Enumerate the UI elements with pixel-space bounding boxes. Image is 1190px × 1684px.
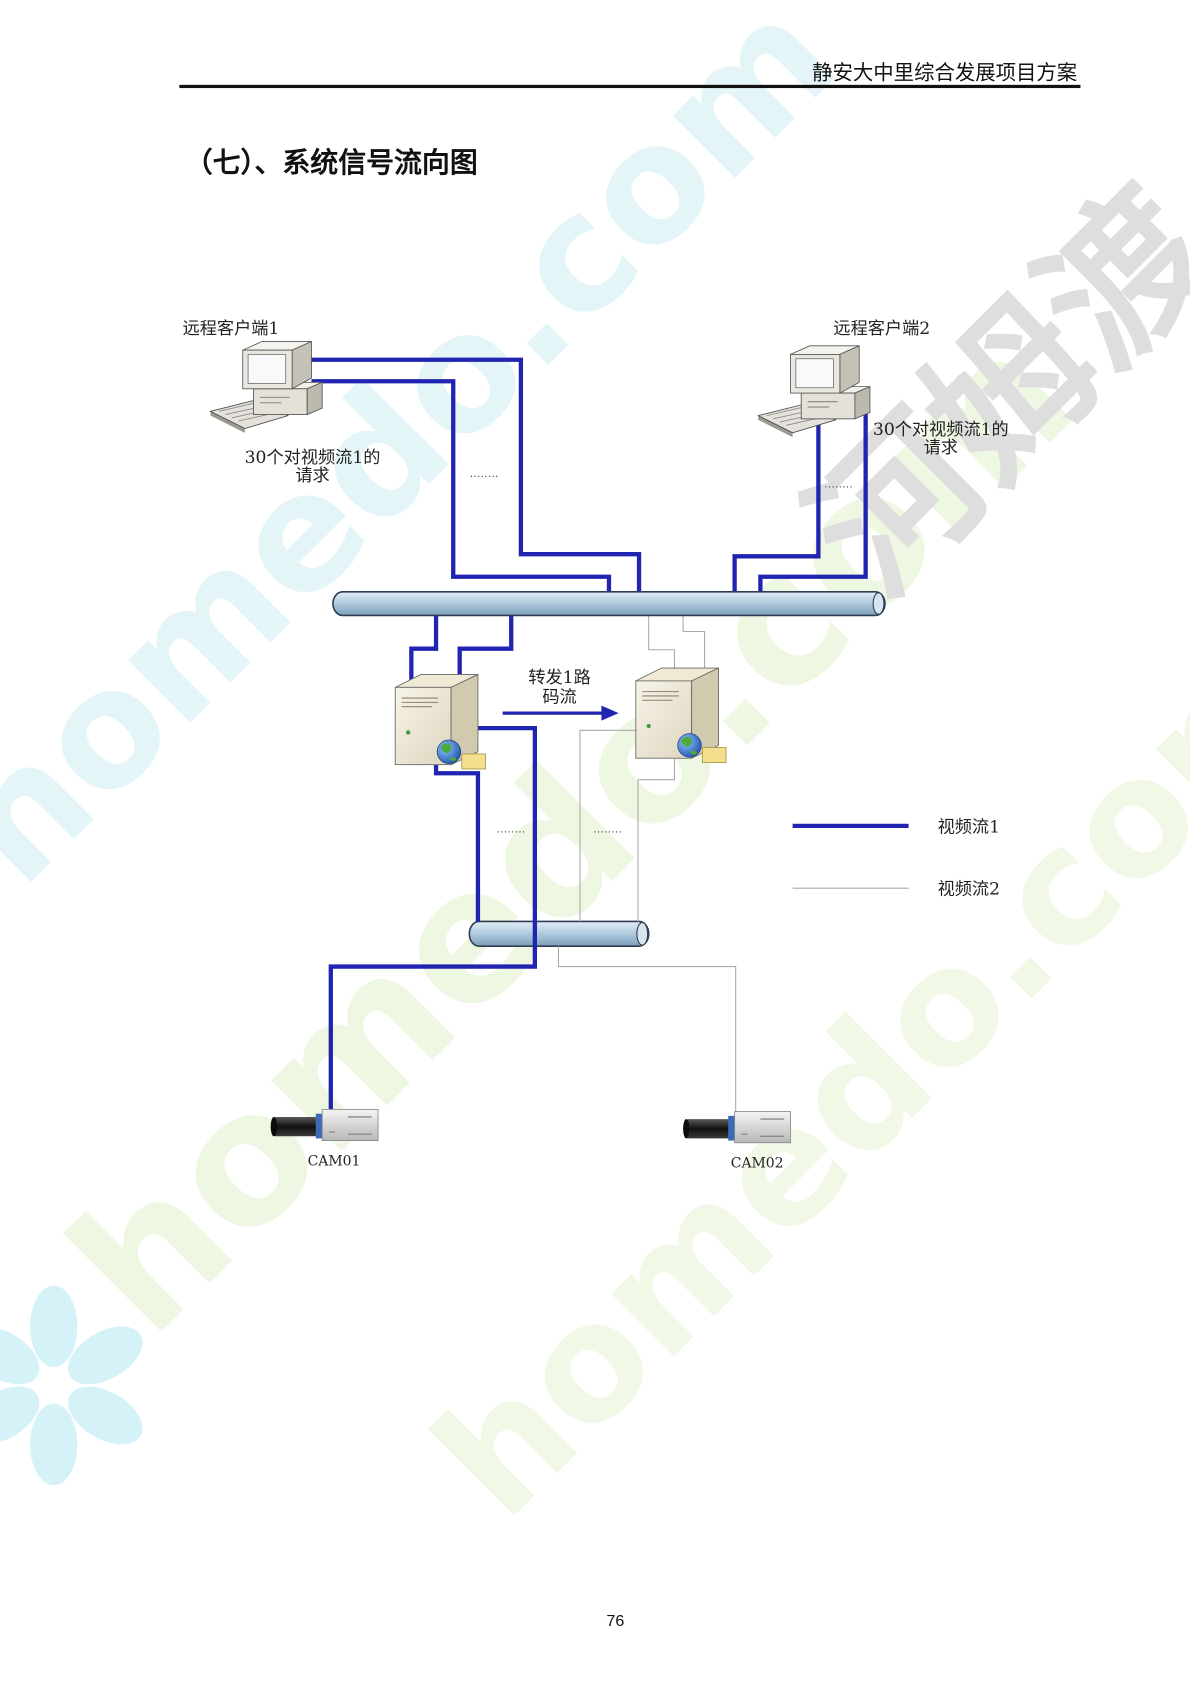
bottom-network-bus [468, 920, 650, 947]
top-bus-pipe [332, 590, 886, 617]
client-right-request-line1: 30个对视频流1的 [873, 420, 1009, 440]
logo-petal [67, 1326, 143, 1385]
ellipsis-client-right: ........ [824, 480, 853, 491]
page-header-title: 静安大中里综合发展项目方案 [812, 60, 1077, 84]
stream1-line-client1-a [311, 357, 642, 592]
bottom-bus-pipe [468, 920, 650, 947]
forward-label-line1: 转发1路 [528, 668, 590, 688]
ellipsis-server1: ........ [497, 824, 526, 835]
logo-petal [0, 1386, 40, 1445]
client-left-request-line2: 请求 [295, 466, 329, 486]
section-title: （七）、系统信号流向图 [185, 146, 478, 179]
stream2-line-server2-bus-a [579, 729, 636, 922]
camera2-label: CAM02 [731, 1155, 784, 1171]
logo-petal [67, 1386, 143, 1445]
watermark-logo-icon [0, 1285, 143, 1486]
client-right-label: 远程客户端2 [833, 319, 930, 339]
stream1-line-client2-a [732, 421, 821, 592]
legend-stream1-label: 视频流1 [938, 817, 1000, 837]
logo-petal [30, 1403, 78, 1486]
stream1-line-bus-server1-a [409, 615, 439, 681]
stream2-line-bus-server2-b [682, 615, 706, 669]
server2-icon [635, 667, 727, 764]
logo-petal [30, 1285, 78, 1368]
watermark: homedo.com homedo.com homedo.com 河姆渡 [0, 0, 1190, 1552]
legend-stream2-label: 视频流2 [938, 880, 1000, 900]
stream1-line-client2-b [758, 413, 868, 592]
client-right-request-line2: 请求 [924, 438, 958, 458]
camera1-label: CAM01 [308, 1153, 361, 1169]
legend: 视频流1 视频流2 [792, 817, 1000, 900]
ellipsis-server2: ........ [593, 824, 622, 835]
page-number: 76 [606, 1612, 624, 1630]
stream1-line-server1-bus [433, 764, 481, 922]
server1-icon [394, 673, 486, 770]
stream2-line-server2-bus-b [637, 758, 676, 922]
stream2-line-bus-camera2 [557, 946, 737, 1114]
top-bus-pipe-end [872, 592, 885, 615]
logo-petal [0, 1326, 40, 1385]
forward-arrow-head [601, 705, 619, 721]
stream1-line-client1-b [311, 379, 612, 592]
client-left-request-line1: 30个对视频流1的 [245, 448, 381, 468]
forward-arrow [502, 705, 619, 721]
stream1-line-server1-camera1 [328, 726, 538, 1113]
bottom-bus-pipe-end [636, 922, 649, 946]
stream1-line-bus-server1-b [457, 615, 514, 679]
ellipsis-client-left: ........ [470, 469, 499, 480]
stream2-line-bus-server2-a [648, 615, 676, 673]
header-rule [179, 84, 1081, 89]
top-network-bus [332, 590, 886, 617]
camera2-icon [682, 1111, 792, 1144]
client-left-label: 远程客户端1 [183, 319, 280, 339]
forward-label-line2: 码流 [542, 687, 576, 707]
